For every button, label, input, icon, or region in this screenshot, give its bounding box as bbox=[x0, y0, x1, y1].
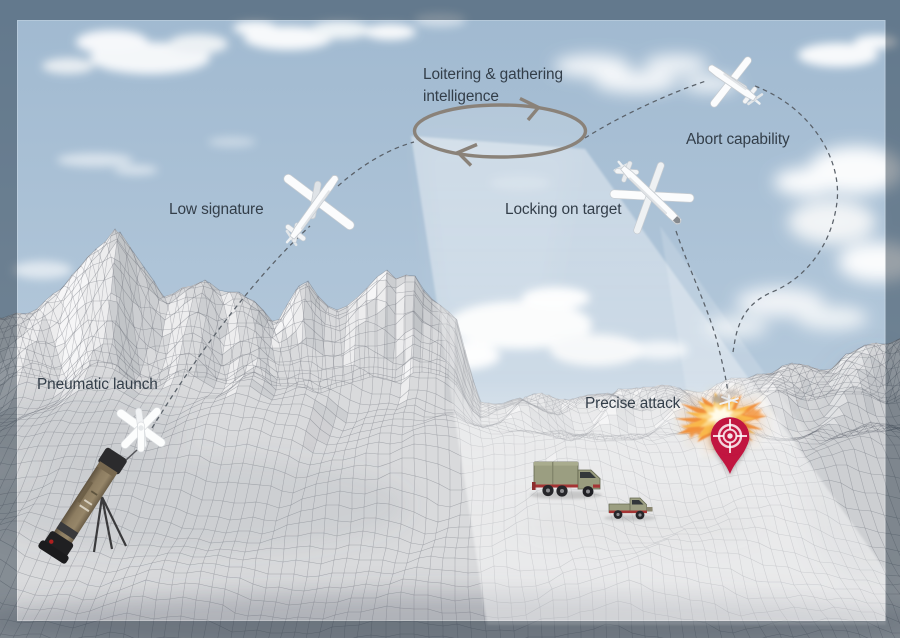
svg-text:Loitering & gathering: Loitering & gathering bbox=[423, 66, 563, 83]
svg-text:intelligence: intelligence bbox=[423, 88, 499, 105]
svg-text:Abort capability: Abort capability bbox=[686, 131, 790, 148]
svg-text:Low signature: Low signature bbox=[169, 201, 264, 218]
svg-text:Pneumatic launch: Pneumatic launch bbox=[37, 376, 158, 393]
svg-text:Locking on target: Locking on target bbox=[505, 201, 622, 218]
svg-text:Precise attack: Precise attack bbox=[585, 395, 681, 412]
